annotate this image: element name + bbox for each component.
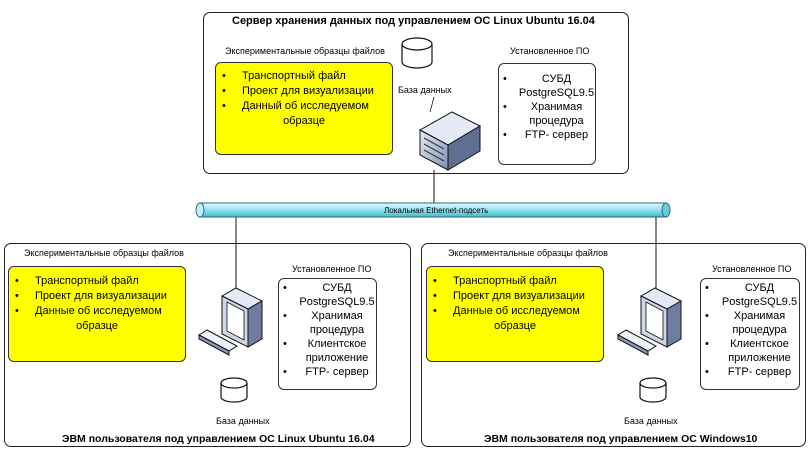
linux-files-caption: Экспериментальные образцы файлов [24,248,184,258]
server-files-caption: Экспериментальные образцы файлов [225,46,385,56]
linux-database-label: База данных [216,416,270,426]
server-file-item-continuation: образце [283,115,325,127]
linux-workstation-icon [198,287,264,356]
server-panel [203,12,629,174]
linux-files-box: Транспортный файл Проект для визуализаци… [8,266,186,362]
linux-software-item: FTP- сервер [279,365,376,379]
server-file-item: Данный об исследуемом [216,99,392,114]
linux-files-list: Транспортный файл Проект для визуализаци… [9,274,185,334]
windows-database-label: База данных [624,416,678,426]
linux-client-panel [4,243,411,447]
server-file-item: Проект для визуализации [216,84,392,99]
linux-client-title: ЭВМ пользователя под управлением ОС Linu… [62,433,375,445]
server-software-caption: Установленное ПО [510,46,590,56]
network-label: Локальная Ethernet-подсеть [384,206,489,215]
windows-file-item: Транспортный файл [427,274,603,289]
windows-file-item: Данные об исследуемом [427,304,603,319]
windows-database-icon [639,377,667,403]
linux-file-item: Проект для визуализации [9,289,185,304]
server-files-box: Транспортный файл Проект для визуализаци… [215,62,393,155]
linux-file-item: Транспортный файл [9,274,185,289]
ethernet-pipe [195,202,671,218]
windows-file-item-continuation: образце [494,320,536,332]
server-file-item: Транспортный файл [216,69,392,84]
windows-workstation-icon [617,287,683,356]
windows-client-panel [421,243,806,447]
windows-software-caption: Установленное ПО [712,264,792,274]
windows-files-caption: Экспериментальные образцы файлов [448,248,608,258]
windows-files-box: Транспортный файл Проект для визуализаци… [426,266,604,362]
server-rack-icon [418,111,482,171]
linux-file-item: Данные об исследуемом [9,304,185,319]
linux-file-item-continuation: образце [76,320,118,332]
linux-database-icon [220,377,248,403]
server-files-list: Транспортный файл Проект для визуализаци… [216,69,392,129]
windows-software-item: FTP- сервер [701,365,799,379]
server-database-icon [401,37,433,69]
server-title: Сервер хранения данных под управлением О… [232,15,595,27]
server-database-label: База данных [398,85,452,95]
windows-files-list: Транспортный файл Проект для визуализаци… [427,274,603,334]
windows-client-title: ЭВМ пользователя под управлением ОС Wind… [484,433,758,445]
windows-file-item: Проект для визуализации [427,289,603,304]
linux-software-caption: Установленное ПО [292,264,372,274]
server-software-item: FTP- сервер [499,128,595,142]
